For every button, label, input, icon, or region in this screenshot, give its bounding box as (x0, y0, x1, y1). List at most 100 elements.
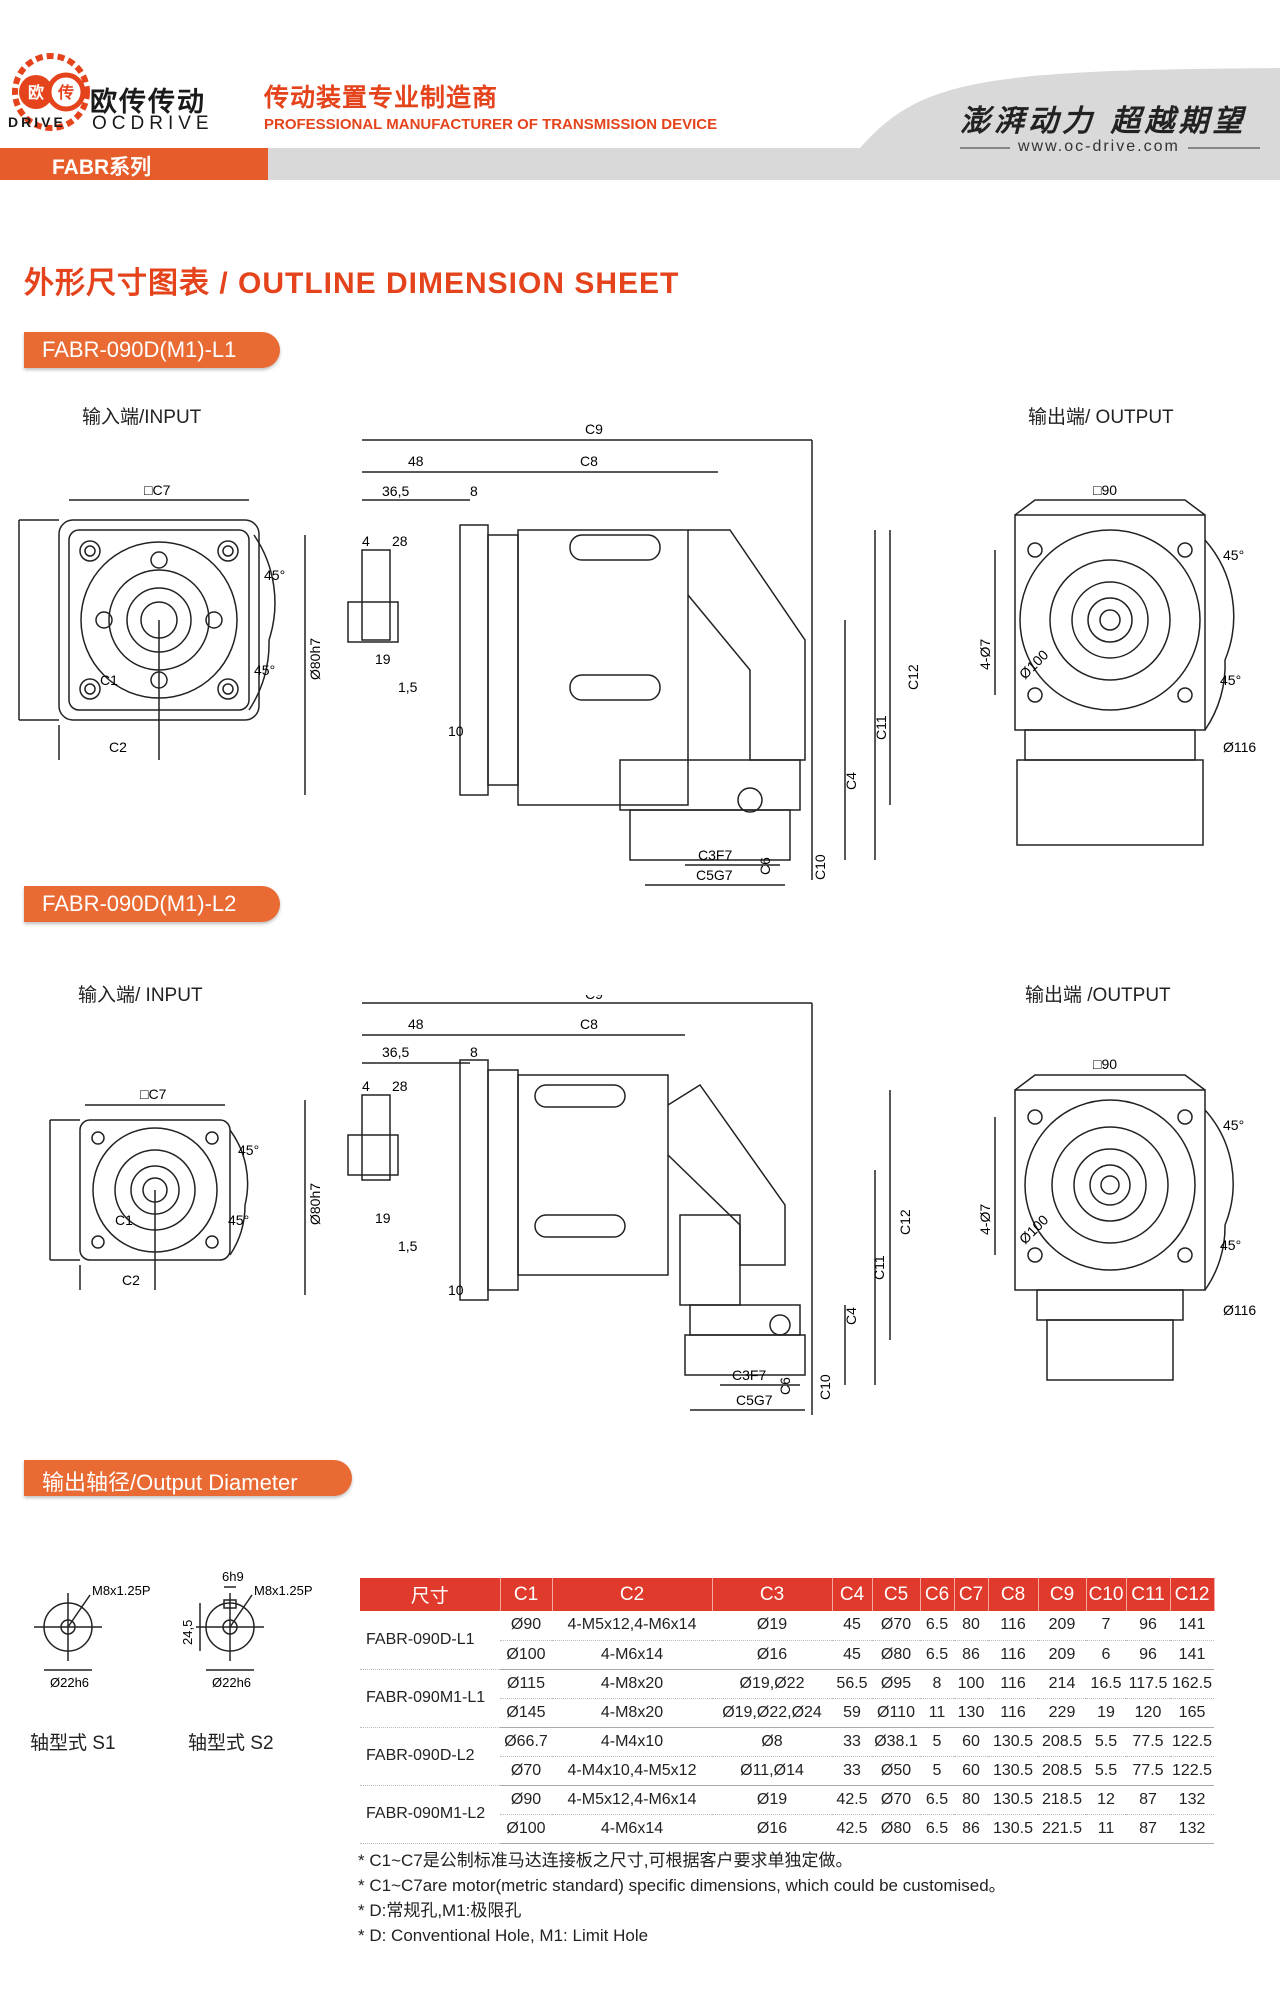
logo-char-1: 欧 (28, 83, 44, 102)
table-cell: 116 (988, 1669, 1038, 1699)
table-cell: 162.5 (1170, 1669, 1215, 1699)
th-c1: C1 (500, 1578, 553, 1611)
table-cell: 6.5 (920, 1640, 954, 1670)
footnotes: * C1~C7是公制标准马达连接板之尺寸,可根据客户要求单独定做。 * C1~C… (358, 1848, 1006, 1948)
table-cell: 5 (920, 1756, 954, 1786)
table-cell: Ø16 (712, 1814, 832, 1844)
table-cell: Ø19,Ø22,Ø24 (712, 1698, 832, 1728)
table-cell: 141 (1170, 1611, 1215, 1641)
dim-45-l2-b: 45° (228, 1212, 249, 1228)
dim-c6-l2: C6 (777, 1377, 793, 1395)
dim-28-l2: 28 (392, 1078, 408, 1094)
input-label-l1: 输入端/INPUT (82, 407, 202, 428)
dimension-table: 尺寸 C1 C2 C3 C4 C5 C6 C7 C8 C9 C10 C11 C1… (360, 1578, 1215, 1844)
table-cell: Ø100 (500, 1640, 552, 1670)
table-cell: Ø8 (712, 1727, 832, 1757)
table-cell: 7 (1086, 1611, 1126, 1641)
height-label-s2: 24,5 (180, 1620, 195, 1645)
table-cell: 130.5 (988, 1756, 1038, 1786)
brand-name-cn: 欧传传动 (90, 87, 206, 117)
dim-4-l2: 4 (362, 1078, 370, 1094)
dim-c9: C9 (585, 421, 603, 437)
dim-4-d7: 4-Ø7 (977, 639, 993, 670)
table-cell: 117.5 (1126, 1669, 1170, 1699)
output-label-l1: 输出端/ OUTPUT (1028, 407, 1174, 428)
dim-c5-l2: C5G7 (736, 1392, 773, 1408)
th-c11: C11 (1126, 1578, 1171, 1611)
dim-c11: C11 (873, 715, 889, 740)
page-title: 外形尺寸图表 / OUTLINE DIMENSION SHEET (24, 267, 680, 300)
dim-sq90-l2: □90 (1093, 1056, 1117, 1072)
table-cell: 6.5 (920, 1814, 954, 1844)
tagline-cn: 传动装置专业制造商 (264, 84, 499, 112)
dim-c5: C5G7 (696, 867, 733, 883)
table-header-row: 尺寸 C1 C2 C3 C4 C5 C6 C7 C8 C9 C10 C11 C1… (360, 1578, 1215, 1611)
table-cell: Ø70 (872, 1611, 920, 1641)
table-cell: 5.5 (1086, 1756, 1126, 1786)
note-3: * D:常规孔,M1:极限孔 (358, 1901, 522, 1920)
table-cell: 87 (1126, 1785, 1170, 1815)
company-logo: 欧 传 (12, 53, 90, 131)
table-cell: 130.5 (988, 1727, 1038, 1757)
table-cell: 218.5 (1038, 1785, 1086, 1815)
table-cell: Ø11,Ø14 (712, 1756, 832, 1786)
table-cell: Ø90 (500, 1611, 552, 1641)
table-cell: 42.5 (832, 1814, 872, 1844)
dim-c1: C1 (100, 672, 118, 688)
dim-1-5: 1,5 (398, 679, 418, 695)
table-cell: 45 (832, 1611, 872, 1641)
dim-c7-l2: □C7 (140, 1086, 167, 1102)
table-cell: 6.5 (920, 1785, 954, 1815)
side-view-drawing-l2: C9 48 C8 36,5 8 4 28 19 1,5 10 Ø80h7 C12… (304, 995, 913, 1415)
table-cell: 4-M8x20 (552, 1669, 712, 1699)
table-cell: 11 (920, 1698, 954, 1728)
th-c7: C7 (954, 1578, 989, 1611)
table-cell: Ø145 (500, 1698, 552, 1728)
dim-d80-l2: Ø80h7 (307, 1183, 323, 1225)
dim-36-5-l2: 36,5 (382, 1044, 409, 1060)
table-cell: 4-M4x10,4-M5x12 (552, 1756, 712, 1786)
input-view-drawing-l1: □C7 C1 C2 45° 45° (18, 482, 285, 760)
note-4: * D: Conventional Hole, M1: Limit Hole (358, 1926, 649, 1945)
table-cell: 19 (1086, 1698, 1126, 1728)
dim-45-a: 45° (264, 567, 285, 583)
dim-d116-l2: Ø116 (1223, 1302, 1256, 1318)
table-cell: Ø70 (500, 1756, 552, 1786)
logo-char-2: 传 (57, 83, 74, 102)
dim-d100: Ø100 (1016, 646, 1052, 682)
input-label-l2: 输入端/ INPUT (78, 985, 203, 1006)
table-cell: 5 (920, 1727, 954, 1757)
output-view-drawing-l1: □90 4-Ø7 Ø100 Ø116 45° 45° (977, 482, 1256, 846)
dim-c8: C8 (580, 453, 598, 469)
table-model-cell: FABR-090M1-L2 (360, 1785, 500, 1844)
table-cell: 80 (954, 1611, 988, 1641)
table-cell: 4-M6x14 (552, 1640, 712, 1670)
th-c6: C6 (920, 1578, 955, 1611)
table-cell: 45 (832, 1640, 872, 1670)
table-cell: 6 (1086, 1640, 1126, 1670)
slogan: 澎湃动力 超越期望 (960, 104, 1247, 139)
table-cell: Ø95 (872, 1669, 920, 1699)
dim-4-d7-l2: 4-Ø7 (977, 1204, 993, 1235)
table-cell: 229 (1038, 1698, 1086, 1728)
table-cell: 100 (954, 1669, 988, 1699)
output-label-l2: 输出端 /OUTPUT (1025, 985, 1171, 1006)
table-cell: Ø110 (872, 1698, 920, 1728)
dim-c7: □C7 (144, 482, 171, 498)
model-tag-l1: FABR-090D(M1)-L1 (24, 332, 280, 368)
table-cell: 4-M6x14 (552, 1814, 712, 1844)
dim-45-out-l2-a: 45° (1223, 1117, 1244, 1133)
dim-c1-l2: C1 (115, 1212, 133, 1228)
table-cell: Ø115 (500, 1669, 552, 1699)
dia-label-s2: Ø22h6 (212, 1675, 251, 1690)
table-cell: 208.5 (1038, 1727, 1086, 1757)
dim-19-l2: 19 (375, 1210, 391, 1226)
table-cell: 116 (988, 1698, 1038, 1728)
dim-4: 4 (362, 533, 370, 549)
th-c12: C12 (1170, 1578, 1215, 1611)
table-cell: 33 (832, 1756, 872, 1786)
dim-45-out-a: 45° (1223, 547, 1244, 563)
